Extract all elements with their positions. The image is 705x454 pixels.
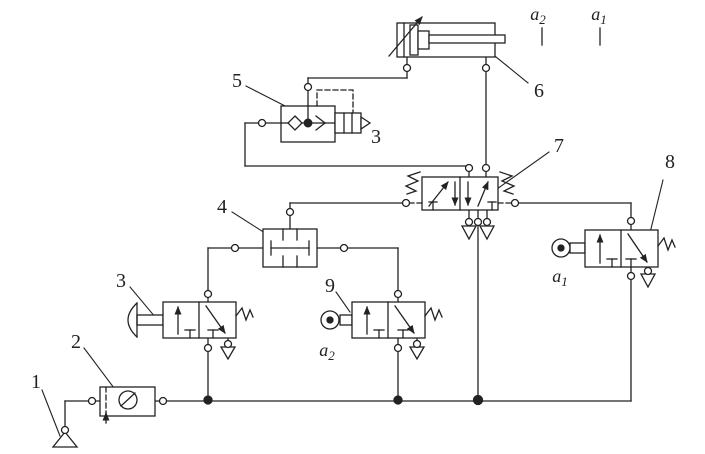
- valve7-top-right-port: [481, 163, 491, 173]
- valve3-spring: [235, 306, 254, 322]
- label-7: 7: [554, 135, 564, 157]
- leader-line-9: [335, 291, 351, 313]
- label-9: 9: [325, 275, 335, 297]
- label-a2-valve: a2: [319, 340, 335, 363]
- label-3-button: 3: [116, 270, 126, 292]
- valve5-pilot-dashed: [316, 89, 354, 114]
- label-a1-valve-subscript: 1: [561, 274, 568, 289]
- junction-dot-valve7: [472, 394, 484, 406]
- source-intake-triangle: [51, 430, 79, 448]
- leader-line-5: [245, 85, 292, 110]
- valve7-exhaust-triangle-right: [478, 225, 496, 241]
- valve9-bottom-port: [393, 343, 403, 353]
- valve8-top-port: [626, 216, 636, 226]
- valve3-exhaust-triangle: [219, 346, 237, 361]
- shuttle4-top-port: [285, 207, 295, 217]
- leader-line-2: [83, 347, 118, 393]
- valve8-exhaust-port: [643, 266, 653, 276]
- cylinder-left-port: [402, 63, 412, 73]
- valve9-top-port: [393, 289, 403, 299]
- valve8-exhaust-arrow: [627, 233, 648, 263]
- valve3-bottom-port: [203, 343, 213, 353]
- valve8-bottom-port: [626, 271, 636, 281]
- valve7-exhaust-triangle-left: [460, 225, 478, 241]
- valve3-top-port: [203, 289, 213, 299]
- valve7-exhaust-port-right: [482, 217, 492, 227]
- label-a1-valve: a1: [552, 266, 568, 289]
- valve9-exhaust-port: [412, 339, 422, 349]
- valve3-exhaust-port: [223, 339, 233, 349]
- valve9-spring: [424, 306, 443, 322]
- source-port: [60, 425, 70, 435]
- label-a2-top: a2: [530, 4, 546, 27]
- cylinder-rod: [428, 34, 506, 44]
- label-6: 6: [534, 80, 544, 102]
- valve5-top-port: [303, 82, 313, 92]
- valve8-roller-inner: [557, 244, 565, 252]
- valve3-exhaust-arrow: [205, 305, 226, 334]
- labels-layer: 1 2 3 4 5 3 6 7 8 9 a1 a2 a2 a1: [31, 4, 675, 393]
- valve7-left-spring: [404, 171, 421, 195]
- leader-line-7: [489, 151, 550, 195]
- label-5: 5: [232, 70, 242, 92]
- valve7-right-pilot-port: [510, 198, 520, 208]
- label-1: 1: [31, 371, 41, 393]
- label-4: 4: [217, 196, 227, 218]
- label-2: 2: [71, 331, 81, 353]
- leader-line-4: [231, 211, 266, 234]
- shuttle4-left-port: [230, 243, 240, 253]
- valve7-supply-port: [473, 217, 483, 227]
- valve7-top-left-port: [464, 163, 474, 173]
- cylinder-cushion-arrow: [388, 16, 423, 57]
- valve8-roller-stem: [569, 242, 586, 254]
- valve5-junction-dot: [303, 118, 313, 128]
- label-a1-top: a1: [591, 4, 607, 27]
- label-a2-top-subscript: 2: [539, 12, 546, 27]
- shuttle4-right-port: [339, 243, 349, 253]
- valve3-button-stem: [136, 314, 164, 326]
- label-3-muffler: 3: [371, 126, 381, 148]
- valve7-right-spring: [499, 171, 516, 195]
- leader-line-8: [648, 179, 664, 238]
- valve9-exhaust-arrow: [394, 305, 415, 334]
- valve9-roller-stem: [339, 314, 353, 326]
- muffler3-tip: [360, 115, 372, 131]
- label-a2-valve-subscript: 2: [328, 348, 335, 363]
- unit-2-gauge-slash: [120, 392, 136, 407]
- valve3-button-cap: [127, 302, 138, 338]
- unit-2-right-port: [158, 396, 168, 406]
- leader-line-3: [129, 286, 157, 319]
- cylinder-right-port: [481, 63, 491, 73]
- valve7-left-pilot-port: [401, 198, 411, 208]
- valve8-spring: [657, 236, 676, 252]
- primitives-layer: [41, 16, 676, 448]
- label-a1-top-subscript: 1: [600, 12, 607, 27]
- valve8-exhaust-triangle: [639, 273, 657, 289]
- muffler3-body: [334, 112, 362, 134]
- valve5-chevron-bottom: [315, 122, 326, 131]
- valve9-roller-inner: [326, 316, 334, 324]
- valve9-exhaust-triangle: [408, 346, 426, 361]
- valve7-right-diagonal-arrow: [477, 181, 489, 207]
- valve5-chevron-top: [315, 115, 326, 124]
- valve5-left-port: [257, 118, 267, 128]
- junction-dot-valve3: [203, 395, 213, 405]
- cylinder-piston-boss: [417, 30, 430, 50]
- unit-2-left-port: [87, 396, 97, 406]
- label-8: 8: [665, 151, 675, 173]
- valve7-exhaust-port-left: [464, 217, 474, 227]
- leader-line-6: [489, 51, 529, 84]
- valve5-check-diamond: [287, 115, 303, 131]
- junction-dot-valve9: [393, 395, 403, 405]
- leader-line-1: [41, 389, 61, 437]
